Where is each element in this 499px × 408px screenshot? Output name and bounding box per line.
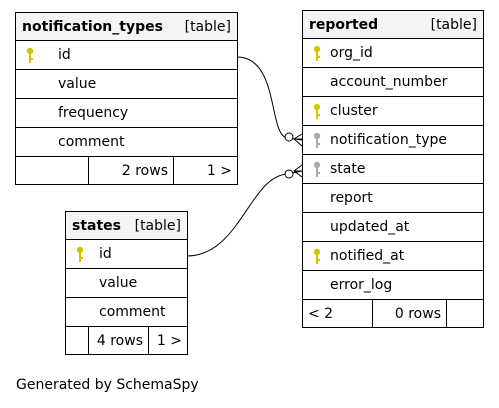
- edge-state-crowfoot: [293, 164, 303, 178]
- column-name: notified_at: [330, 248, 405, 264]
- column-row-state[interactable]: state: [303, 155, 483, 184]
- column-name: notification_type: [330, 132, 448, 148]
- column-name: value: [99, 275, 138, 291]
- column-row-comment[interactable]: comment: [66, 298, 187, 327]
- column-name: report: [330, 190, 373, 206]
- table-header: reported [table]: [303, 11, 483, 39]
- table-name: reported: [309, 16, 379, 33]
- column-row-cluster[interactable]: cluster: [303, 97, 483, 126]
- table-footer: < 2 0 rows: [303, 300, 483, 327]
- edge-state-circle: [284, 169, 294, 179]
- table-header: states [table]: [66, 212, 187, 240]
- edge-notification-type-circle: [284, 132, 294, 142]
- row-count: 2 rows: [89, 157, 174, 184]
- column-row-notification-type[interactable]: notification_type: [303, 126, 483, 155]
- foreign-key-icon: [313, 132, 321, 148]
- footer-empty: [16, 157, 89, 184]
- table-name: states: [72, 217, 121, 234]
- edge-notification-type: [236, 56, 303, 141]
- table-states[interactable]: states [table] id value comment 4 rows 1…: [65, 211, 188, 355]
- table-reported[interactable]: reported [table] org_id account_number c…: [302, 10, 484, 328]
- primary-key-icon: [313, 45, 321, 61]
- primary-key-icon: [313, 248, 321, 264]
- column-row-id[interactable]: id: [66, 240, 187, 269]
- row-count: 0 rows: [373, 300, 447, 327]
- column-row-value[interactable]: value: [66, 269, 187, 298]
- column-row-account-number[interactable]: account_number: [303, 68, 483, 97]
- column-row-org-id[interactable]: org_id: [303, 39, 483, 68]
- table-notification-types[interactable]: notification_types [table] id value freq…: [15, 12, 238, 185]
- column-name: account_number: [330, 74, 448, 90]
- footer-empty: [66, 327, 89, 354]
- column-name: state: [330, 161, 366, 177]
- prev-link[interactable]: < 2: [303, 300, 373, 327]
- column-row-report[interactable]: report: [303, 184, 483, 213]
- table-type: [table]: [134, 217, 181, 234]
- table-footer: 4 rows 1 >: [66, 327, 187, 354]
- column-row-frequency[interactable]: frequency: [16, 99, 237, 128]
- column-name: value: [58, 76, 97, 92]
- table-name: notification_types: [22, 18, 163, 35]
- column-name: error_log: [330, 277, 393, 293]
- edge-notification-type-crowfoot: [293, 133, 303, 147]
- column-name: updated_at: [330, 219, 410, 235]
- column-name: id: [99, 246, 112, 262]
- column-row-error-log[interactable]: error_log: [303, 271, 483, 300]
- column-name: cluster: [330, 103, 378, 119]
- column-name: frequency: [58, 105, 129, 121]
- column-name: comment: [58, 134, 125, 150]
- table-footer: 2 rows 1 >: [16, 157, 237, 184]
- column-row-updated-at[interactable]: updated_at: [303, 213, 483, 242]
- primary-key-icon: [76, 246, 84, 262]
- table-header: notification_types [table]: [16, 13, 237, 41]
- column-row-id[interactable]: id: [16, 41, 237, 70]
- column-name: id: [58, 47, 71, 63]
- primary-key-icon: [313, 103, 321, 119]
- foreign-key-icon: [313, 161, 321, 177]
- column-name: org_id: [330, 45, 373, 61]
- column-name: comment: [99, 304, 166, 320]
- next-link[interactable]: 1 >: [156, 332, 182, 349]
- column-row-comment[interactable]: comment: [16, 128, 237, 157]
- column-row-notified-at[interactable]: notified_at: [303, 242, 483, 271]
- generated-by-label: Generated by SchemaSpy: [16, 377, 199, 393]
- column-row-value[interactable]: value: [16, 70, 237, 99]
- edge-state: [186, 170, 303, 257]
- next-link[interactable]: 1 >: [206, 162, 232, 179]
- row-count: 4 rows: [89, 327, 149, 354]
- primary-key-icon: [26, 47, 34, 63]
- table-type: [table]: [430, 16, 477, 33]
- footer-empty: [447, 300, 483, 327]
- table-type: [table]: [184, 18, 231, 35]
